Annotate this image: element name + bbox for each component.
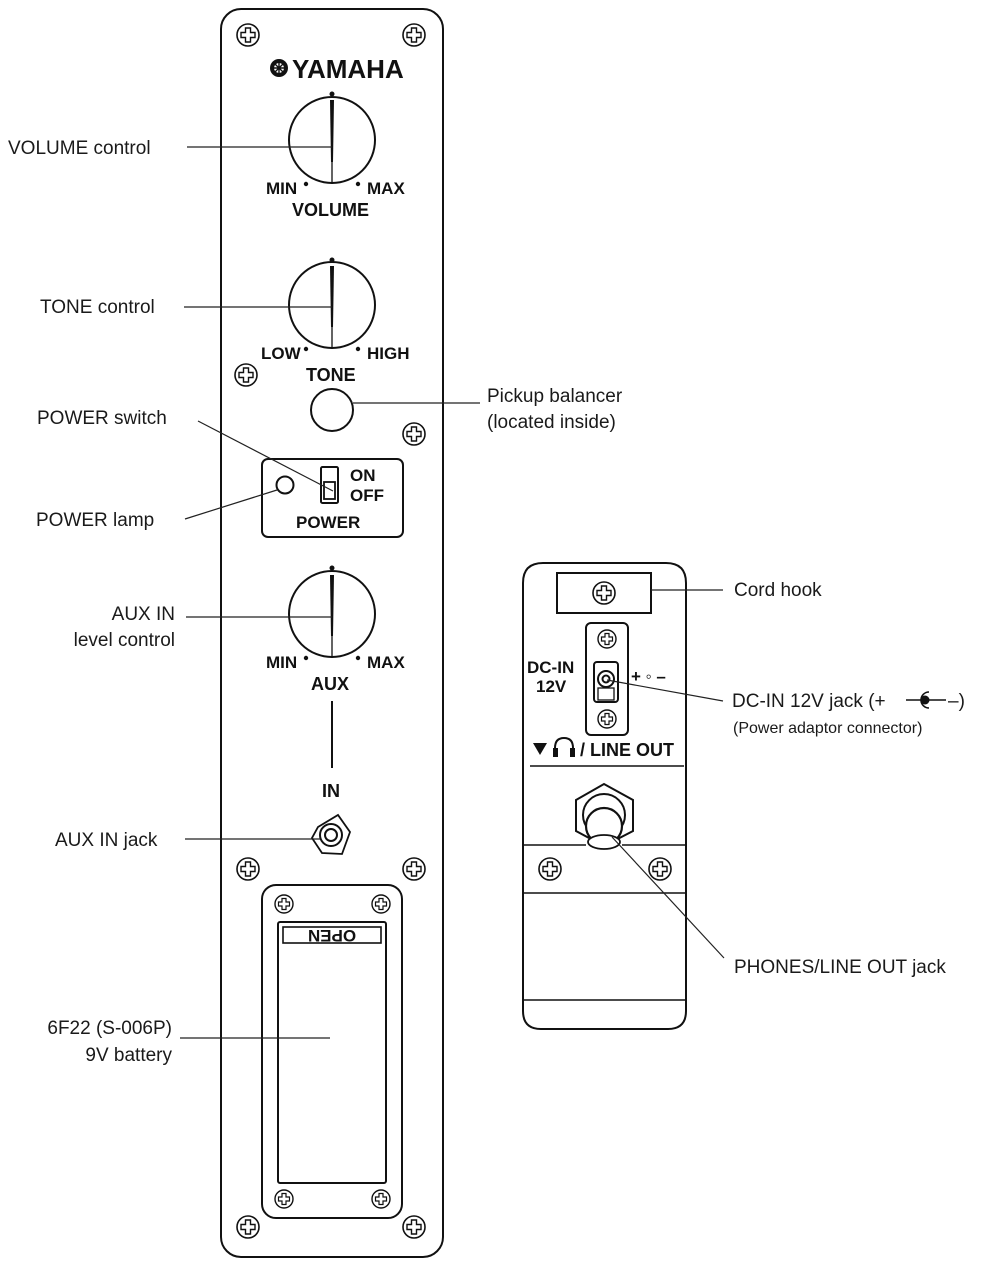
aux-min-label: MIN (266, 653, 297, 672)
callout-power-lamp: POWER lamp (36, 510, 154, 531)
screw-icon (371, 894, 391, 914)
callout-tone-control: TONE control (40, 297, 155, 318)
callout-power-switch: POWER switch (37, 408, 167, 429)
callout-aux-in-level: AUX IN (112, 604, 175, 625)
callout-dc-in-jack-end: –) (948, 691, 965, 712)
tone-label: TONE (306, 365, 356, 385)
volume-max-label: MAX (367, 179, 405, 198)
pickup-balancer (310, 388, 354, 432)
volume-label: VOLUME (292, 200, 369, 220)
side-panel (522, 562, 687, 1030)
screw-icon (597, 709, 617, 729)
yamaha-logo-icon (270, 59, 288, 77)
line-out-label: / LINE OUT (580, 740, 674, 760)
main-panel (220, 8, 444, 1258)
leader-line (184, 489, 278, 520)
tone-high-label: HIGH (367, 344, 410, 363)
screw-icon (236, 1215, 260, 1239)
tone-knob[interactable] (288, 257, 376, 352)
screw-icon (236, 23, 260, 47)
screw-icon (274, 894, 294, 914)
screw-icon (402, 23, 426, 47)
tone-low-label: LOW (261, 344, 302, 363)
aux-label: AUX (311, 674, 349, 694)
battery-frame (261, 884, 403, 1219)
leader-line (611, 836, 725, 959)
headphone-icon (553, 736, 575, 757)
in-label: IN (322, 781, 340, 801)
screw-icon (648, 857, 672, 881)
aux-max-label: MAX (367, 653, 405, 672)
brand-name: YAMAHA (292, 54, 404, 84)
power-label: POWER (296, 513, 360, 532)
leader-line (606, 679, 724, 702)
screw-icon (538, 857, 562, 881)
dc-in-plate (585, 622, 629, 736)
volume-min-label: MIN (266, 179, 297, 198)
callout-aux-in-level-sub: level control (74, 630, 175, 651)
callout-pickup-balancer-sub: (located inside) (487, 412, 616, 433)
dc-polarity-icon (906, 691, 946, 709)
dc-in-jack[interactable] (593, 661, 619, 703)
aux-in-jack[interactable] (310, 813, 352, 855)
callout-battery: 6F22 (S-006P) (47, 1018, 172, 1039)
screw-icon (234, 363, 258, 387)
triangle-down-icon (533, 743, 547, 755)
battery-cover[interactable] (277, 921, 387, 1184)
callout-aux-in-jack: AUX IN jack (55, 830, 158, 851)
callout-battery-sub: 9V battery (85, 1045, 172, 1066)
open-label: OPEN (308, 926, 356, 945)
screw-icon (402, 422, 426, 446)
phones-line-out-jack[interactable] (575, 782, 634, 850)
aux-knob[interactable] (288, 565, 376, 661)
polarity-label: + ◦ – (631, 667, 666, 686)
power-off-label: OFF (350, 486, 384, 505)
callout-phones-jack: PHONES/LINE OUT jack (734, 957, 946, 978)
volume-knob[interactable] (288, 91, 376, 187)
power-on-label: ON (350, 466, 376, 485)
callout-dc-in-jack: DC-IN 12V jack (+ (732, 691, 886, 712)
dc-in-voltage-label: 12V (536, 677, 567, 696)
screw-icon (597, 629, 617, 649)
power-box (261, 458, 404, 538)
power-switch[interactable] (320, 466, 339, 504)
screw-icon (274, 1189, 294, 1209)
screw-icon (592, 581, 616, 605)
leader-line (197, 420, 334, 492)
screw-icon (402, 1215, 426, 1239)
screw-icon (236, 857, 260, 881)
screw-icon (402, 857, 426, 881)
callout-dc-in-jack-sub: (Power adaptor connector) (733, 720, 922, 737)
callout-cord-hook: Cord hook (734, 580, 822, 601)
screw-icon (371, 1189, 391, 1209)
callout-volume-control: VOLUME control (8, 138, 151, 159)
callout-pickup-balancer: Pickup balancer (487, 386, 623, 407)
power-lamp (275, 475, 295, 495)
cord-hook (556, 572, 652, 614)
open-tab (282, 926, 382, 944)
dc-in-label: DC-IN (527, 658, 574, 677)
